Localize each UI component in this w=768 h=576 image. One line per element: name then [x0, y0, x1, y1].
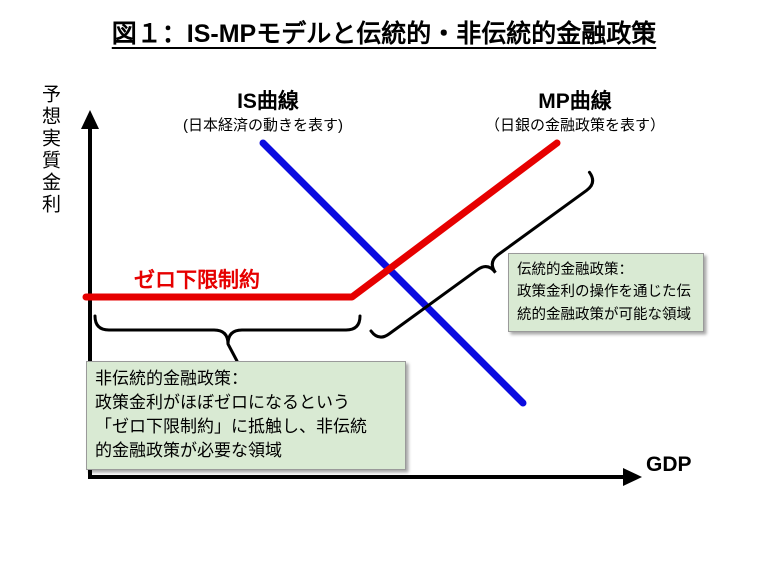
y-axis-label: 予想実質金利: [39, 84, 60, 216]
page-title: 図１：IS-MPモデルと伝統的・非伝統的金融政策: [111, 20, 657, 48]
mp-curve-subtitle: （日銀の金融政策を表す）: [484, 117, 665, 134]
y-axis-arrowhead: [81, 110, 99, 129]
x-axis-label: GDP: [646, 453, 692, 476]
zero-lower-bound-label: ゼロ下限制約: [134, 269, 260, 292]
unconventional-policy-box: 非伝統的金融政策： 政策金利がほぼゼロになるという 「ゼロ下限制約」に抵触し、非…: [86, 361, 406, 470]
traditional-policy-box: 伝統的金融政策： 政策金利の操作を通じた伝 統的金融政策が可能な領域: [508, 253, 704, 333]
is-curve-label: IS曲線: [237, 90, 299, 113]
unconventional-region-brace: [93, 314, 362, 345]
is-curve-subtitle: (日本経済の動きを表す): [183, 117, 343, 134]
is-curve-line: [259, 139, 527, 407]
mp-curve-line: [82, 139, 561, 301]
mp-curve-label: MP曲線: [538, 90, 612, 113]
brace-connector-line: [226, 342, 239, 363]
x-axis-arrowhead: [623, 468, 642, 486]
